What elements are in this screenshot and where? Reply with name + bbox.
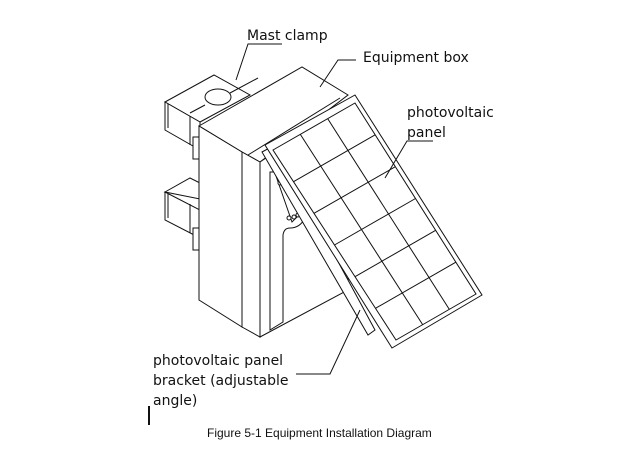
- panel-grid-row-line: [375, 261, 457, 309]
- panel-grid-row-line: [313, 166, 396, 214]
- figure-caption: Figure 5-1 Equipment Installation Diagra…: [207, 426, 432, 440]
- label-pv-panel-1: photovoltaic: [407, 105, 494, 121]
- panel-grid-row-line: [334, 198, 416, 246]
- label-bracket-1: photovoltaic panel: [153, 353, 283, 369]
- leader-lines: [235, 43, 433, 375]
- panel-grid-row-line: [354, 229, 436, 278]
- text-cursor: [148, 406, 150, 425]
- label-bracket-3: angle): [153, 393, 197, 409]
- label-pv-panel-2: panel: [407, 125, 446, 141]
- label-equipment-box: Equipment box: [363, 50, 469, 66]
- panel-bracket: [261, 144, 376, 336]
- panel-grid-row-line: [293, 134, 376, 183]
- photovoltaic-panel: [264, 94, 483, 349]
- label-mast-clamp: Mast clamp: [247, 28, 328, 44]
- label-bracket-2: bracket (adjustable: [153, 373, 289, 389]
